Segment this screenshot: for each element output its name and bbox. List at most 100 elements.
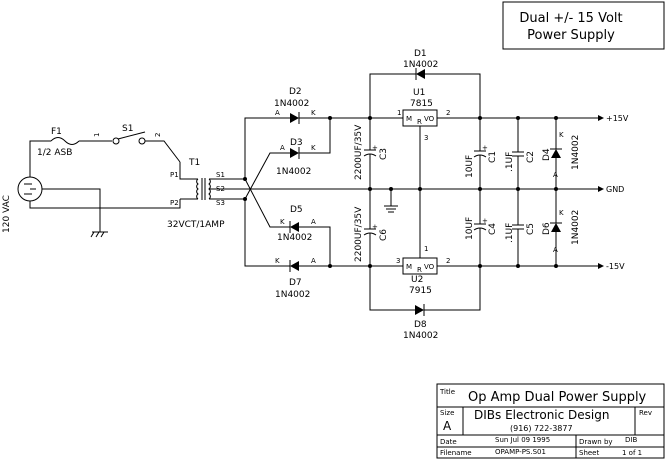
fuse-symbol	[50, 137, 80, 145]
earth-wire	[42, 188, 101, 232]
neg-rail-arrow-icon	[598, 263, 604, 269]
diode-d3-symbol	[290, 148, 299, 158]
capacitor-c6-value: 2200UF/35V	[354, 206, 364, 262]
drawing-title: Op Amp Dual Power Supply	[468, 390, 647, 405]
transformer-t1: T1 32VCT/1AMP P1 P2 S1 S2 S3	[167, 158, 598, 230]
date-label: Date	[440, 438, 457, 446]
gnd-rail-label: GND	[606, 185, 624, 194]
capacitor-c4-ref: C4	[488, 223, 498, 235]
output-terminals: +15V GND -15V	[598, 114, 629, 271]
capacitor-c1-ref: C1	[488, 151, 498, 163]
capacitor-c4: + 10UF C4	[465, 189, 498, 266]
capacitor-c1: + 10UF C1	[465, 118, 498, 191]
ac-input: 120 VAC	[2, 140, 181, 238]
capacitor-c3-ref: C3	[379, 148, 389, 160]
diode-d1-value: 1N4002	[403, 60, 438, 70]
diode-d7-anode-label: A	[311, 257, 316, 265]
capacitor-c3-plus: +	[372, 144, 378, 152]
diode-d3-anode-label: A	[280, 144, 285, 152]
sheet-value: 1 of 1	[622, 449, 642, 457]
capacitor-c5-ref: C5	[526, 223, 536, 235]
diode-d8-value: 1N4002	[403, 331, 438, 341]
fuse-ref: F1	[51, 127, 62, 137]
capacitor-c6-plus: +	[372, 223, 378, 231]
capacitor-c2-value: .1UF	[505, 152, 515, 172]
primary-pin-p2: P2	[170, 199, 179, 207]
diode-d4: K A D4 1N4002	[542, 116, 581, 191]
capacitor-c3-value: 2200UF/35V	[354, 124, 364, 180]
diode-d3: D3 1N4002 A K	[275, 138, 317, 177]
diode-d6-cathode-label: K	[559, 209, 564, 217]
switch-pin-1: 1	[93, 133, 101, 137]
capacitor-c2-ref: C2	[526, 151, 536, 163]
regulator-u2-value: 7915	[409, 286, 432, 296]
capacitor-c1-plus: +	[482, 144, 488, 152]
diode-d7-cathode-label: K	[275, 257, 280, 265]
diode-d2-symbol	[290, 113, 299, 123]
diode-d2-ref: D2	[289, 87, 302, 97]
diode-d6-ref: D6	[542, 222, 552, 235]
regulator-u1-value: 7815	[410, 99, 433, 109]
secondary-pin-s1: S1	[216, 171, 225, 179]
ac-hot-wire	[29, 140, 51, 177]
title-line-1: Dual +/- 15 Volt	[519, 11, 622, 26]
diode-d6-value: 1N4002	[571, 210, 581, 245]
filename-value: OPAMP-PS.S01	[495, 448, 546, 456]
diode-d4-cathode-label: K	[559, 131, 564, 139]
diode-d6: K A D6 1N4002	[542, 189, 581, 268]
regulator-u1-num-in: 1	[397, 109, 401, 117]
ground-symbol-icon	[384, 187, 398, 213]
diode-d2-value: 1N4002	[274, 99, 309, 109]
regulator-u2-pin-in: M	[406, 263, 412, 271]
diode-d3-value: 1N4002	[276, 167, 311, 177]
diode-d8-ref: D8	[414, 320, 427, 330]
capacitor-c5: .1UF C5	[505, 189, 536, 268]
diode-d7-ref: D7	[289, 278, 302, 288]
diode-d4-anode-label: A	[553, 171, 558, 179]
diode-d1: D1 1N4002	[369, 49, 482, 120]
title-box-frame	[502, 1, 665, 50]
date-value: Sun Jul 09 1995	[495, 436, 550, 444]
pos-rail-label: +15V	[606, 114, 629, 123]
company-name: DIBs Electronic Design	[474, 408, 609, 422]
primary-pin-p1: P1	[170, 171, 179, 179]
diode-d1-symbol	[416, 69, 425, 79]
capacitor-c2: .1UF C2	[505, 116, 536, 191]
title-label: Title	[439, 388, 455, 396]
primary-coil	[196, 178, 199, 200]
capacitor-c1-value: 10UF	[465, 155, 475, 178]
drawn-by-value: DIB	[625, 436, 637, 444]
regulator-u2-pin-vo: VO	[424, 263, 435, 271]
ac-input-label: 120 VAC	[2, 195, 12, 233]
title-block-frame	[436, 383, 665, 459]
pos-rail-arrow-icon	[598, 115, 604, 121]
diode-d6-symbol	[551, 223, 561, 232]
diode-d2-cathode-label: K	[311, 109, 316, 117]
diode-d5: D5 1N4002 K A	[275, 205, 317, 243]
diode-d1-ref: D1	[414, 49, 427, 59]
diode-d8: D8 1N4002	[369, 264, 482, 341]
fuse-f1: F1 1/2 ASB	[37, 127, 112, 158]
switch-ref: S1	[122, 124, 133, 134]
rev-label: Rev	[639, 409, 652, 417]
diode-d5-anode-label: A	[311, 218, 316, 226]
diode-d2-anode-label: A	[275, 109, 280, 117]
switch-lever	[117, 131, 146, 140]
diode-d5-symbol	[290, 222, 299, 232]
regulator-u1: U1 7815 M R VO 1 2 3	[395, 88, 598, 191]
regulator-u2-num-gnd: 1	[424, 245, 428, 253]
diode-d4-value: 1N4002	[571, 135, 581, 170]
transformer-ref: T1	[188, 158, 200, 168]
diode-d2: D2 1N4002 A K	[270, 87, 317, 124]
regulator-u1-pin-in: M	[406, 115, 412, 123]
regulator-u1-ref: U1	[413, 88, 425, 98]
regulator-u1-num-gnd: 3	[424, 134, 428, 142]
title-line-2: Power Supply	[527, 28, 615, 43]
neg-rail-label: -15V	[606, 262, 625, 271]
regulator-u2-num-out: 2	[446, 257, 450, 265]
capacitor-c6-ref: C6	[379, 229, 389, 241]
diode-d5-cathode-label: K	[280, 218, 285, 226]
capacitor-c3: + 2200UF/35V C3	[354, 116, 389, 191]
diode-d6-anode-label: A	[553, 246, 558, 254]
diode-d3-ref: D3	[290, 138, 303, 148]
